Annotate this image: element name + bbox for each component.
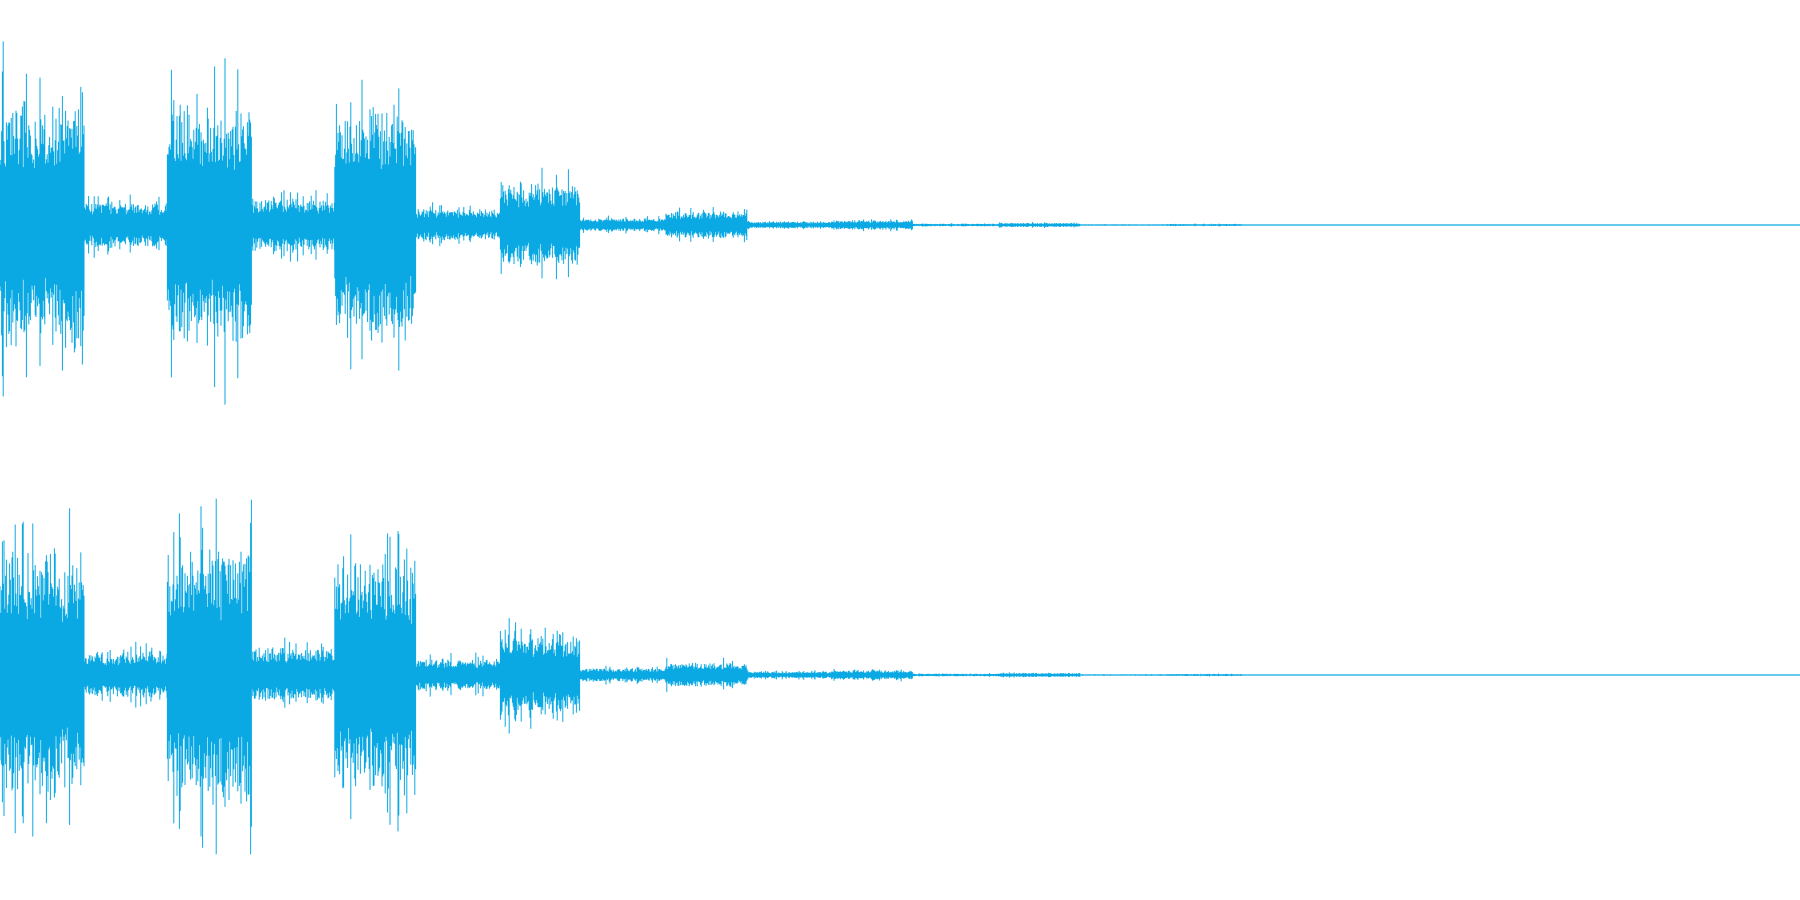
waveform-segment bbox=[746, 221, 832, 230]
waveform-left-channel bbox=[0, 41, 1800, 405]
waveform-segment bbox=[746, 670, 832, 680]
waveform-segment bbox=[251, 190, 335, 262]
waveform-segment bbox=[251, 637, 335, 708]
waveform-segment bbox=[1079, 674, 1167, 676]
waveform-segment bbox=[499, 618, 581, 734]
waveform-segment bbox=[912, 673, 1000, 677]
waveform-segment bbox=[415, 202, 501, 247]
waveform-segment bbox=[998, 222, 1081, 228]
waveform-segment bbox=[665, 207, 748, 243]
waveform-segment bbox=[84, 641, 168, 708]
waveform-segment bbox=[415, 652, 501, 697]
waveform-segment bbox=[499, 167, 581, 280]
waveform-segment bbox=[831, 219, 913, 232]
waveform-segment bbox=[1165, 673, 1243, 677]
waveform-segment bbox=[665, 657, 748, 693]
waveform-segment bbox=[166, 498, 252, 855]
waveform-segment bbox=[334, 531, 417, 832]
waveform-segment bbox=[0, 508, 85, 837]
waveform-segment bbox=[998, 672, 1081, 678]
waveform-segment bbox=[579, 215, 667, 235]
waveform-segment bbox=[579, 665, 667, 685]
waveform-segment bbox=[84, 194, 168, 258]
channel-right bbox=[0, 450, 1800, 900]
waveform-segment bbox=[334, 79, 417, 371]
waveform-segment bbox=[0, 41, 85, 397]
channel-left bbox=[0, 41, 1800, 405]
waveform-segment bbox=[831, 669, 913, 682]
waveform-segment bbox=[1165, 223, 1243, 227]
waveform-segment bbox=[1079, 224, 1167, 226]
waveform-segment bbox=[166, 58, 252, 405]
waveform-right-channel bbox=[0, 498, 1800, 855]
waveform-segment bbox=[912, 223, 1000, 227]
